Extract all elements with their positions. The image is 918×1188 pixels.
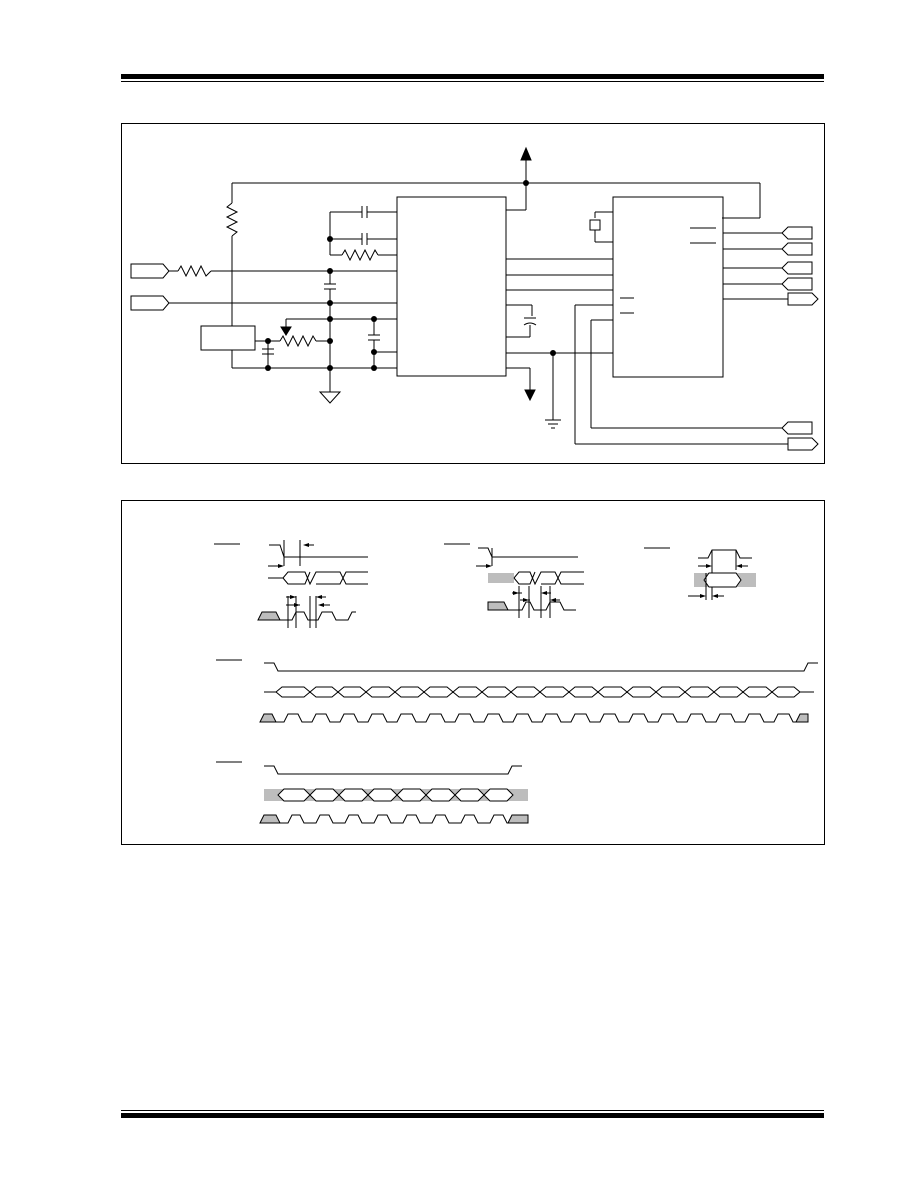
trim-network [268,303,397,392]
module-wiring [231,340,397,369]
bottom-signals [574,304,819,451]
footer-rule-thin [121,1110,824,1111]
junction-dots [265,180,556,371]
ic-pin-overbars [620,227,716,314]
crystal [589,211,613,243]
supply-rail [232,146,761,219]
header-rule-thin [121,81,824,82]
bypass-capacitor [368,319,397,368]
input-network [329,206,397,262]
output-connectors [723,226,819,306]
header-rule-thick [121,74,824,79]
second-ic [612,196,724,378]
timing-diagram [214,540,818,824]
timing-group-2 [476,547,584,618]
pullup-resistor [225,183,239,326]
sensor-module [200,325,256,351]
schematic-diagram [130,146,819,451]
timing-panel [121,500,825,845]
coupling-capacitor [324,271,336,303]
timing-group-3 [688,549,756,600]
timing-sequence-long [259,662,818,723]
timing-sequence-short [259,765,529,824]
ground-lines [545,353,561,429]
ic-interconnect [506,258,613,402]
input-signal-2 [130,295,397,311]
ground-triangle [318,391,342,404]
timing-group-1 [257,540,368,628]
schematic-panel [121,123,825,464]
signal-overbars [214,543,670,763]
footer-rule-thick [121,1113,824,1118]
input-signal-1 [130,263,397,279]
main-ic [396,196,507,377]
